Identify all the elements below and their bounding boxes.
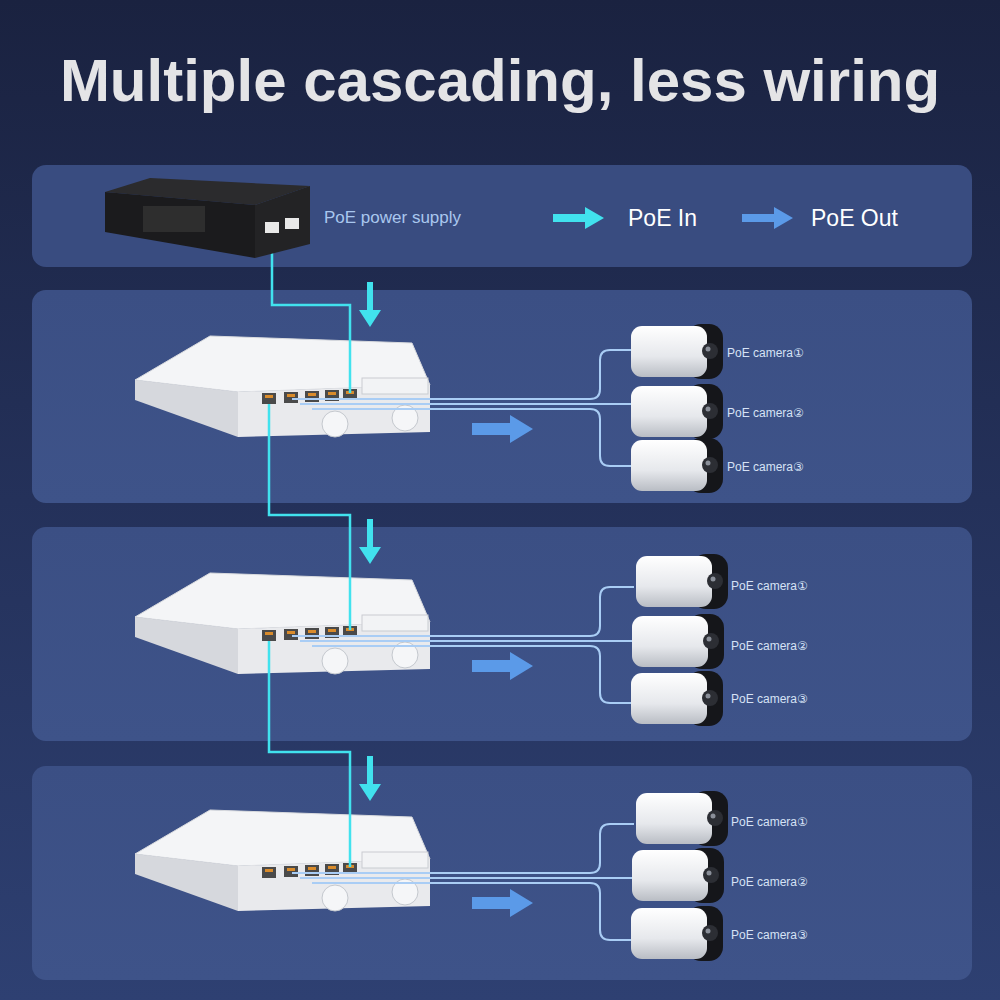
lens-glint — [706, 407, 711, 412]
camera-lens — [702, 343, 718, 359]
title: Multiple cascading, less wiring — [0, 46, 1000, 116]
poe-in-wire — [269, 641, 350, 867]
lens-glint — [706, 461, 711, 466]
lens-glint — [707, 871, 712, 876]
switch-unit — [135, 756, 634, 940]
poe-in-wire — [269, 404, 350, 630]
switch-unit — [135, 519, 634, 703]
poe-camera: PoE camera① — [631, 323, 723, 380]
legend-text: PoE In — [628, 204, 697, 232]
camera-body — [636, 793, 712, 844]
device-label: PoE power supply — [324, 208, 461, 228]
camera-label: PoE camera③ — [727, 459, 804, 475]
camera-lens — [702, 925, 718, 941]
cable-gland — [322, 411, 348, 437]
camera-shape — [631, 323, 723, 380]
poe-camera: PoE camera③ — [631, 905, 723, 962]
camera-label: PoE camera② — [727, 405, 804, 421]
camera-body — [631, 908, 707, 959]
legend-arrow-shape — [553, 207, 604, 229]
poe-out-arrow — [472, 415, 533, 443]
camera-body — [636, 556, 712, 607]
legend-arrow — [742, 206, 794, 230]
camera-label: PoE camera② — [731, 638, 808, 654]
band — [32, 290, 972, 503]
camera-label: PoE camera③ — [731, 691, 808, 707]
poe-camera: PoE camera② — [631, 383, 723, 440]
rj45-port — [265, 222, 279, 233]
legend-arrow — [553, 206, 605, 230]
switch-unit — [135, 282, 634, 466]
poe-in-arrow — [359, 282, 381, 327]
poe-camera: PoE camera② — [632, 613, 724, 670]
camera-lens — [702, 457, 718, 473]
poe-camera: PoE camera② — [632, 847, 724, 904]
camera-shape — [631, 437, 723, 494]
port-pins — [265, 395, 273, 398]
camera-body — [632, 850, 708, 901]
poe-out-wire — [292, 350, 634, 399]
lens-glint — [706, 694, 711, 699]
poe-out-wire — [312, 409, 634, 466]
camera-shape — [632, 847, 724, 904]
poe-camera: PoE camera③ — [631, 670, 723, 727]
camera-body — [631, 673, 707, 724]
lens-glint — [711, 814, 716, 819]
lens-glint — [711, 577, 716, 582]
camera-label: PoE camera② — [731, 874, 808, 890]
camera-lens — [703, 633, 719, 649]
band — [32, 165, 972, 267]
camera-lens — [703, 867, 719, 883]
poe-camera: PoE camera③ — [631, 437, 723, 494]
camera-shape — [631, 905, 723, 962]
psu-vents — [143, 206, 205, 232]
psu-front — [105, 192, 255, 258]
camera-shape — [632, 613, 724, 670]
camera-lens — [707, 810, 723, 826]
lens-glint — [706, 929, 711, 934]
rj45-port — [262, 393, 276, 404]
legend-arrow-shape — [742, 207, 793, 229]
rj45-port — [284, 392, 298, 403]
camera-body — [631, 386, 707, 437]
camera-label: PoE camera① — [727, 345, 804, 361]
camera-body — [632, 616, 708, 667]
camera-label: PoE camera① — [731, 814, 808, 830]
lens-glint — [706, 347, 711, 352]
camera-lens — [702, 403, 718, 419]
camera-body — [631, 326, 707, 377]
power-supply: PoE power supply — [105, 178, 310, 258]
psu-side — [255, 186, 310, 258]
power-supply-shape — [105, 178, 310, 258]
camera-shape — [631, 670, 723, 727]
poe-in-wire — [272, 236, 350, 393]
rj45-port — [305, 391, 319, 402]
camera-body — [631, 440, 707, 491]
camera-lens — [702, 690, 718, 706]
lens-glint — [707, 637, 712, 642]
camera-shape — [631, 383, 723, 440]
camera-lens — [707, 573, 723, 589]
poe-out-wire — [300, 403, 634, 405]
port-pins — [328, 392, 336, 395]
camera-label: PoE camera① — [731, 578, 808, 594]
poe-camera: PoE camera① — [636, 553, 728, 610]
camera-shape — [636, 553, 728, 610]
port-pins — [308, 393, 316, 396]
camera-label: PoE camera③ — [731, 927, 808, 943]
port-pins — [287, 394, 295, 397]
legend-text: PoE Out — [811, 204, 898, 232]
camera-shape — [636, 790, 728, 847]
poe-camera: PoE camera① — [636, 790, 728, 847]
switch-side — [135, 380, 238, 437]
mount-tab — [362, 378, 428, 394]
rj45-port — [285, 218, 299, 229]
